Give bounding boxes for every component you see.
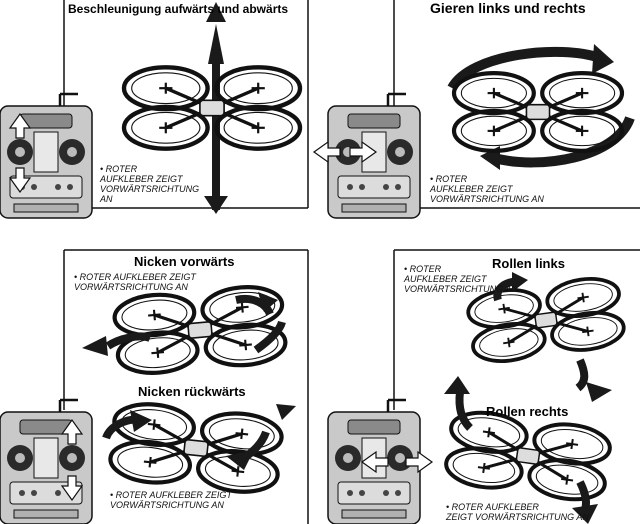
panel-throttle <box>0 0 309 220</box>
title-roll-right: Rollen rechts <box>486 404 569 419</box>
title-throttle: Beschleunigung aufwärts und abwärts <box>68 2 289 16</box>
panel-roll <box>326 249 640 524</box>
note-roll-right: • ROTER AUFKLEBER ZEIGT VORWÄRTSRICHTUNG… <box>446 502 589 522</box>
note-yaw: • ROTER AUFKLEBER ZEIGT VORWÄRTSRICHTUNG… <box>430 174 544 204</box>
note-roll-left: • ROTER AUFKLEBER ZEIGT VORWÄRTSRICHTUNG… <box>404 264 518 294</box>
panel-pitch <box>0 249 309 524</box>
note-pitch-forward: • ROTER AUFKLEBER ZEIGT VORWÄRTSRICHTUNG… <box>74 272 196 292</box>
title-roll-left: Rollen links <box>492 256 565 271</box>
note-pitch-backward: • ROTER AUFKLEBER ZEIGT VORWÄRTSRICHTUNG… <box>110 490 232 510</box>
note-throttle: • ROTER AUFKLEBER ZEIGT VORWÄRTSRICHTUNG… <box>100 164 200 204</box>
title-yaw: Gieren links und rechts <box>430 0 586 16</box>
title-pitch-forward: Nicken vorwärts <box>134 254 235 269</box>
panel-yaw <box>312 0 640 220</box>
title-pitch-backward: Nicken rückwärts <box>138 384 246 399</box>
